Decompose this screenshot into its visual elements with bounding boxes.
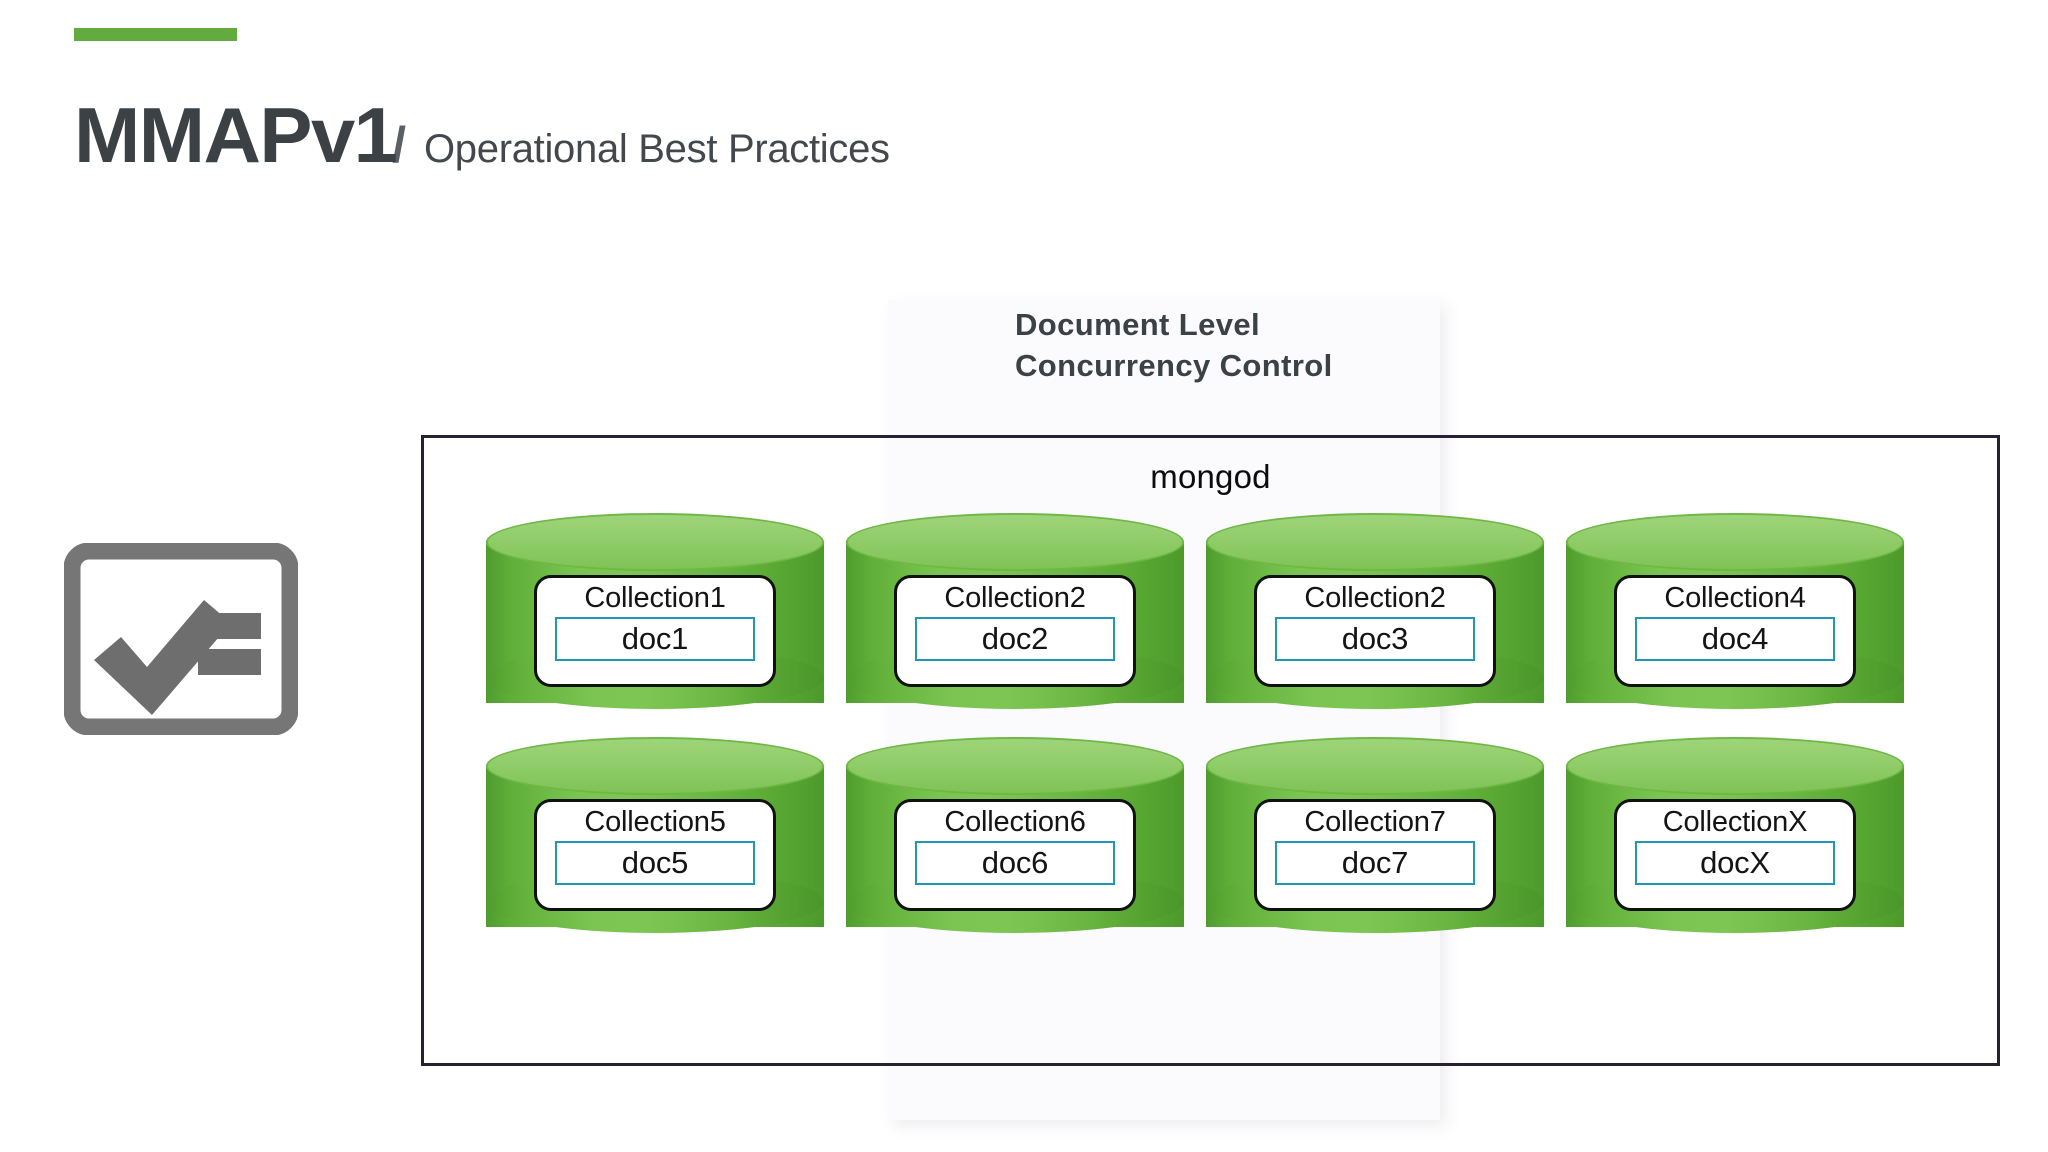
collection-card: Collection1 doc1 xyxy=(534,575,776,687)
mongod-label: mongod xyxy=(1150,458,1271,495)
document-box: doc4 xyxy=(1635,616,1835,661)
collection-name: Collection6 xyxy=(944,806,1086,838)
collection-cylinder[interactable]: Collection2 doc2 xyxy=(846,513,1184,731)
collection-card: Collection4 doc4 xyxy=(1614,575,1856,687)
title-subtitle: Operational Best Practices xyxy=(423,127,890,171)
title-separator: / xyxy=(392,117,406,173)
collection-card: Collection6 doc6 xyxy=(894,799,1136,911)
collection-cylinder[interactable]: Collection6 doc6 xyxy=(846,737,1184,955)
collection-cylinder[interactable]: Collection5 doc5 xyxy=(486,737,824,955)
collection-grid: Collection1 doc1 Collection2 doc2 Co xyxy=(486,513,1904,955)
cylinder-top-ellipse xyxy=(1206,513,1544,571)
collection-name: Collection1 xyxy=(584,582,726,614)
document-box: docX xyxy=(1635,840,1835,885)
document-box: doc6 xyxy=(915,840,1115,885)
cylinder-top-ellipse xyxy=(1206,737,1544,795)
document-name: docX xyxy=(1700,845,1770,881)
document-name: doc5 xyxy=(621,845,689,881)
cylinder-top-ellipse xyxy=(846,737,1184,795)
document-box: doc5 xyxy=(555,840,755,885)
title-main: MMAPv1 xyxy=(74,91,398,179)
collection-card: Collection7 doc7 xyxy=(1254,799,1496,911)
document-box: doc7 xyxy=(1275,840,1475,885)
collection-cylinder[interactable]: CollectionX docX xyxy=(1566,737,1904,955)
collection-card: Collection2 doc3 xyxy=(1254,575,1496,687)
cylinder-top-ellipse xyxy=(486,513,824,571)
document-name: doc6 xyxy=(981,845,1049,881)
collection-cylinder[interactable]: Collection7 doc7 xyxy=(1206,737,1544,955)
document-box: doc1 xyxy=(555,616,755,661)
document-name: doc7 xyxy=(1341,845,1409,881)
collection-card: CollectionX docX xyxy=(1614,799,1856,911)
accent-bar xyxy=(74,28,237,41)
page-title: MMAPv1 / Operational Best Practices xyxy=(74,96,890,174)
document-name: doc2 xyxy=(981,621,1049,657)
document-box: doc2 xyxy=(915,616,1115,661)
section-heading: Document Level Concurrency Control xyxy=(1015,307,1333,383)
collection-card: Collection2 doc2 xyxy=(894,575,1136,687)
collection-card: Collection5 doc5 xyxy=(534,799,776,911)
checklist-icon xyxy=(63,542,299,736)
collection-name: Collection5 xyxy=(584,806,726,838)
cylinder-top-ellipse xyxy=(1566,513,1904,571)
document-name: doc1 xyxy=(621,621,689,657)
collection-cylinder[interactable]: Collection2 doc3 xyxy=(1206,513,1544,731)
mongod-container: mongod Collection1 doc1 Collection2 doc2 xyxy=(421,435,2000,1066)
collection-name: CollectionX xyxy=(1662,806,1808,838)
collection-name: Collection7 xyxy=(1304,806,1446,838)
document-name: doc3 xyxy=(1341,621,1409,657)
collection-cylinder[interactable]: Collection1 doc1 xyxy=(486,513,824,731)
cylinder-top-ellipse xyxy=(486,737,824,795)
cylinder-top-ellipse xyxy=(846,513,1184,571)
collection-name: Collection2 xyxy=(1304,582,1446,614)
document-box: doc3 xyxy=(1275,616,1475,661)
collection-name: Collection4 xyxy=(1664,582,1806,614)
collection-cylinder[interactable]: Collection4 doc4 xyxy=(1566,513,1904,731)
document-name: doc4 xyxy=(1701,621,1769,657)
cylinder-top-ellipse xyxy=(1566,737,1904,795)
collection-name: Collection2 xyxy=(944,582,1086,614)
